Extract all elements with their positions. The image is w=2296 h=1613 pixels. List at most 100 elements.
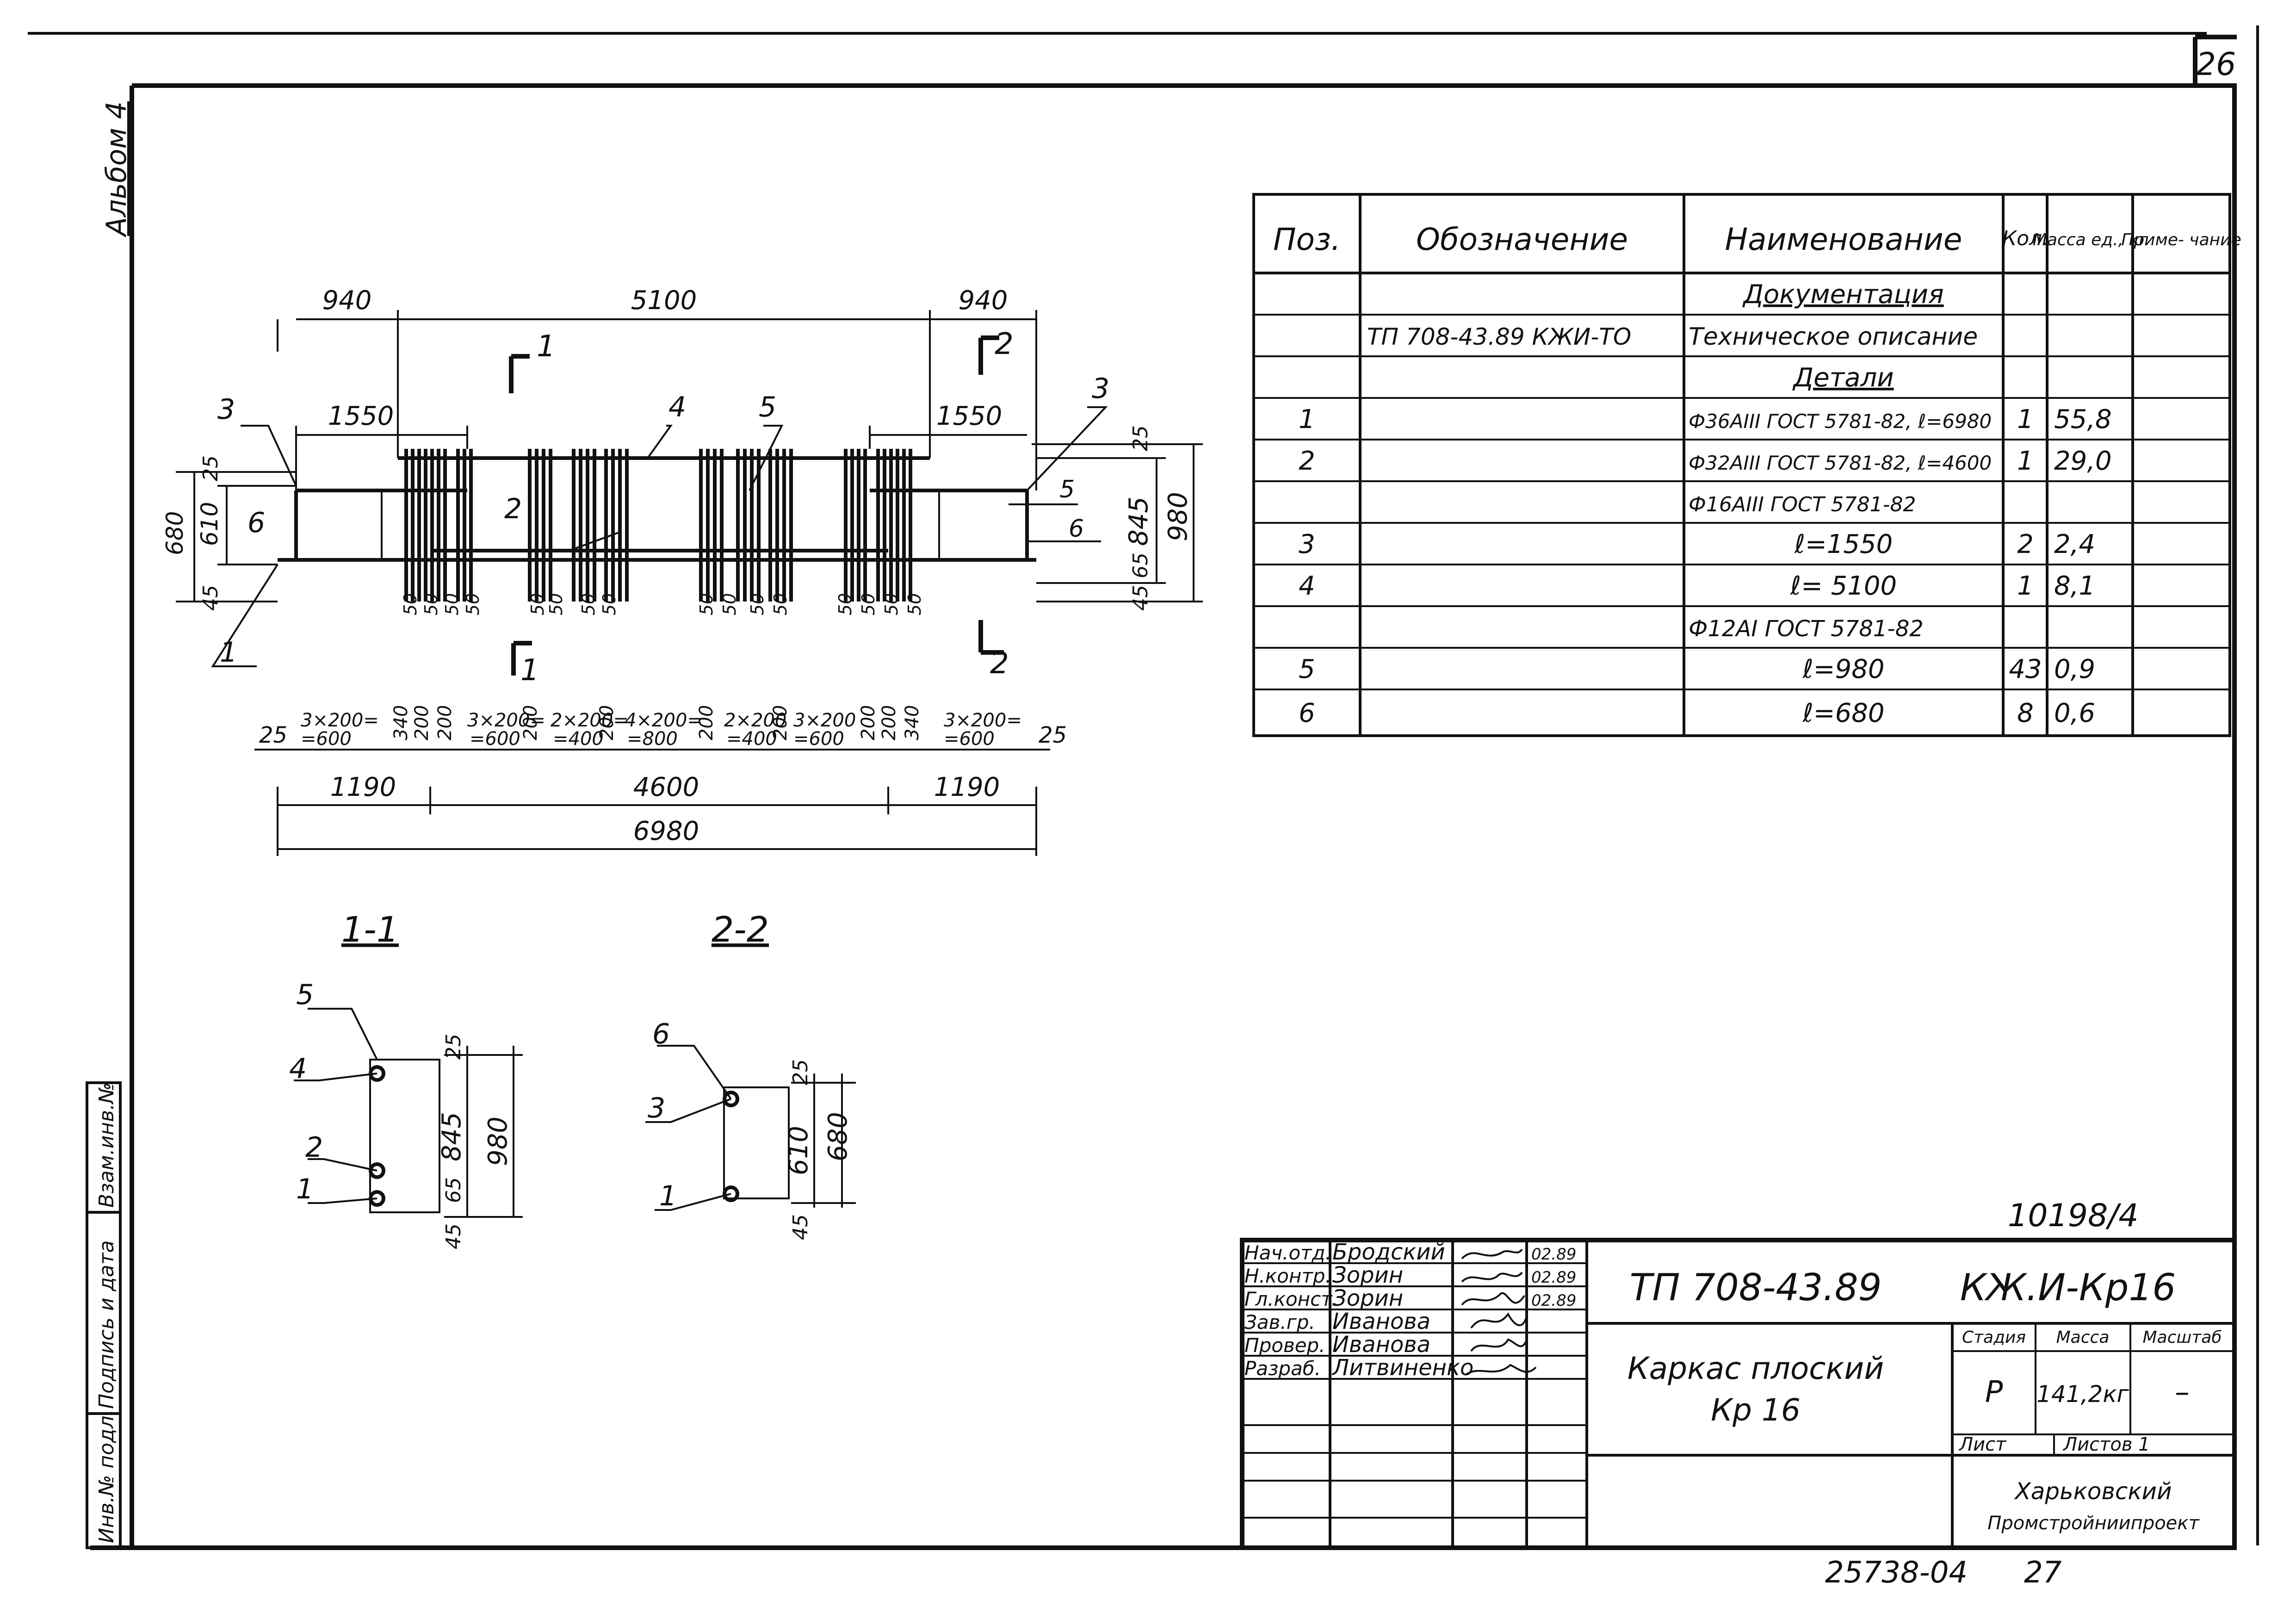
section-2-2-dim-45: 45	[789, 1214, 812, 1240]
spec-row-0-name: Документация	[1742, 279, 1943, 310]
callout-6-left: 6	[248, 507, 265, 539]
svg-text:2×200=: 2×200=	[551, 710, 629, 731]
spec-row-4-pos: 2	[1299, 446, 1315, 476]
svg-text:=600: =600	[301, 728, 352, 750]
dim-top-left: 940	[322, 285, 372, 316]
spec-row-9-qty: 43	[2009, 654, 2042, 684]
svg-text:50: 50	[858, 593, 879, 615]
svg-text:25: 25	[1039, 722, 1067, 748]
gap-labels: 50 50 50 50 50 50 50 50 50 50 50 50 50 5…	[400, 593, 925, 615]
spec-header-name: Наименование	[1725, 222, 1962, 257]
specification-table: Поз. Обозначение Наименование Кол. Масса…	[1252, 193, 2241, 737]
callout-6-right: 6	[1069, 515, 1084, 543]
svg-text:02.89: 02.89	[1531, 1268, 1576, 1287]
section-2-2-dim-610: 610	[784, 1126, 814, 1175]
spacing-chain-labels: 25 3×200= =600 340 200 200 3×200= =600 2…	[259, 705, 1067, 750]
section-1-1-dim-980: 980	[483, 1117, 513, 1166]
svg-text:50: 50	[400, 593, 421, 615]
elevation-callouts: 3 1 6 2 4 5 3 5 6	[211, 372, 1109, 669]
stamp-cell-replacement: Взам.инв.№	[95, 1082, 118, 1208]
spec-row-3-pos: 1	[1299, 404, 1315, 434]
callout-5: 5	[759, 391, 776, 423]
sheet-label: Лист	[1958, 1434, 2007, 1455]
spec-row-1-designation: ТП 708-43.89 КЖИ-ТО	[1367, 323, 1631, 350]
svg-text:50: 50	[835, 593, 855, 615]
svg-text:=800: =800	[627, 728, 678, 750]
dim-bottom-middle: 4600	[633, 772, 699, 802]
svg-text:50: 50	[442, 593, 462, 615]
section-1-1-title: 1-1	[341, 909, 399, 950]
section-1-1-callout-5: 5	[296, 979, 314, 1011]
mass-label: Масса	[2056, 1328, 2110, 1347]
svg-text:50: 50	[719, 593, 740, 615]
svg-text:3×200=: 3×200=	[944, 710, 1022, 731]
spec-row-4-name: Ф32АIII ГОСТ 5781-82, ℓ=4600	[1689, 452, 1992, 474]
svg-text:200: 200	[770, 705, 791, 740]
section-1-1: 1-1 5 4 2 1 25 845 980 65 45	[289, 909, 523, 1249]
item-name-line-1: Каркас плоский	[1628, 1351, 1884, 1386]
section-1-1-dim-65: 65	[442, 1177, 465, 1203]
callout-3-right: 3	[1092, 372, 1109, 405]
stirrup-cluster-1	[404, 449, 473, 602]
svg-text:50: 50	[578, 593, 599, 615]
bottom-code: 25738-04	[1825, 1556, 1968, 1590]
spec-row-9-pos: 5	[1299, 654, 1315, 684]
section-1-1-callout-1: 1	[296, 1173, 314, 1205]
spec-row-5-name: Ф16АIII ГОСТ 5781-82	[1689, 493, 1916, 516]
callout-1-left: 1	[220, 636, 237, 669]
dim-second-left: 1550	[328, 401, 394, 431]
svg-text:200: 200	[434, 705, 456, 740]
mass-value: 141,2кг	[2036, 1381, 2129, 1408]
dim-bottom-left: 1190	[330, 772, 396, 802]
organization-line-2: Промстройниипроект	[1987, 1513, 2200, 1534]
svg-text:02.89: 02.89	[1531, 1245, 1576, 1264]
spec-row-10-name: ℓ=680	[1802, 698, 1885, 728]
stamp-cell-inventory: Инв.№ подл.	[95, 1409, 118, 1543]
svg-text:340: 340	[390, 705, 412, 740]
spec-row-4-mass: 29,0	[2054, 446, 2112, 476]
svg-text:50: 50	[770, 593, 791, 615]
scale-label: Масштаб	[2142, 1328, 2222, 1347]
svg-text:Провер.: Провер.	[1244, 1334, 1325, 1357]
svg-text:Зав.гр.: Зав.гр.	[1244, 1311, 1315, 1334]
svg-text:50: 50	[696, 593, 717, 615]
section-2-2-callout-1: 1	[659, 1180, 677, 1212]
svg-text:3×200=: 3×200=	[301, 710, 379, 731]
spec-row-6-mass: 2,4	[2054, 529, 2095, 559]
svg-text:Литвиненко: Литвиненко	[1331, 1355, 1473, 1381]
svg-text:=600: =600	[944, 728, 995, 750]
svg-text:50: 50	[527, 593, 548, 615]
section-mark-2-top: 2	[995, 327, 1014, 361]
svg-text:200: 200	[411, 705, 433, 740]
title-block: Нач.отд. Бродский 02.89 Н.контр. Зорин 0…	[1240, 1238, 2237, 1550]
svg-text:340: 340	[902, 705, 923, 740]
svg-text:4×200=: 4×200=	[625, 710, 703, 731]
spec-row-2-name: Детали	[1792, 363, 1894, 393]
spec-header-qty: Кол.	[2002, 227, 2048, 250]
callout-5-right: 5	[1059, 476, 1075, 503]
drawing-frame	[90, 83, 2237, 1550]
dim-right-980: 980	[1163, 492, 1193, 541]
spec-row-3-mass: 55,8	[2054, 404, 2112, 434]
svg-text:200: 200	[696, 705, 717, 740]
svg-text:=400: =400	[553, 728, 604, 750]
document-code: КЖ.И-Кр16	[1960, 1266, 2176, 1309]
svg-text:Бродский: Бродский	[1332, 1239, 1445, 1265]
sheets-label: Листов 1	[2062, 1434, 2150, 1455]
spec-row-9-name: ℓ=980	[1802, 654, 1885, 684]
spec-row-7-name: ℓ= 5100	[1790, 571, 1897, 601]
dim-right-45: 45	[1129, 585, 1152, 611]
section-1-1-dim-845: 845	[437, 1112, 467, 1161]
spec-row-6-qty: 2	[2017, 529, 2034, 559]
dim-top-right: 940	[959, 285, 1008, 316]
svg-text:3×200: 3×200	[793, 710, 856, 731]
spec-row-9-mass: 0,9	[2054, 654, 2095, 684]
svg-text:2×200: 2×200	[724, 710, 786, 731]
spec-header-designation: Обозначение	[1416, 222, 1628, 257]
section-1-1-callout-4: 4	[289, 1053, 307, 1085]
svg-text:Зорин: Зорин	[1332, 1285, 1403, 1311]
side-stamp: Взам.инв.№ Подпись и дата Инв.№ подл.	[86, 1081, 122, 1549]
spec-row-6-name: ℓ=1550	[1794, 529, 1893, 559]
spec-rows: Документация ТП 708-43.89 КЖИ-ТО Техниче…	[1299, 279, 2112, 728]
